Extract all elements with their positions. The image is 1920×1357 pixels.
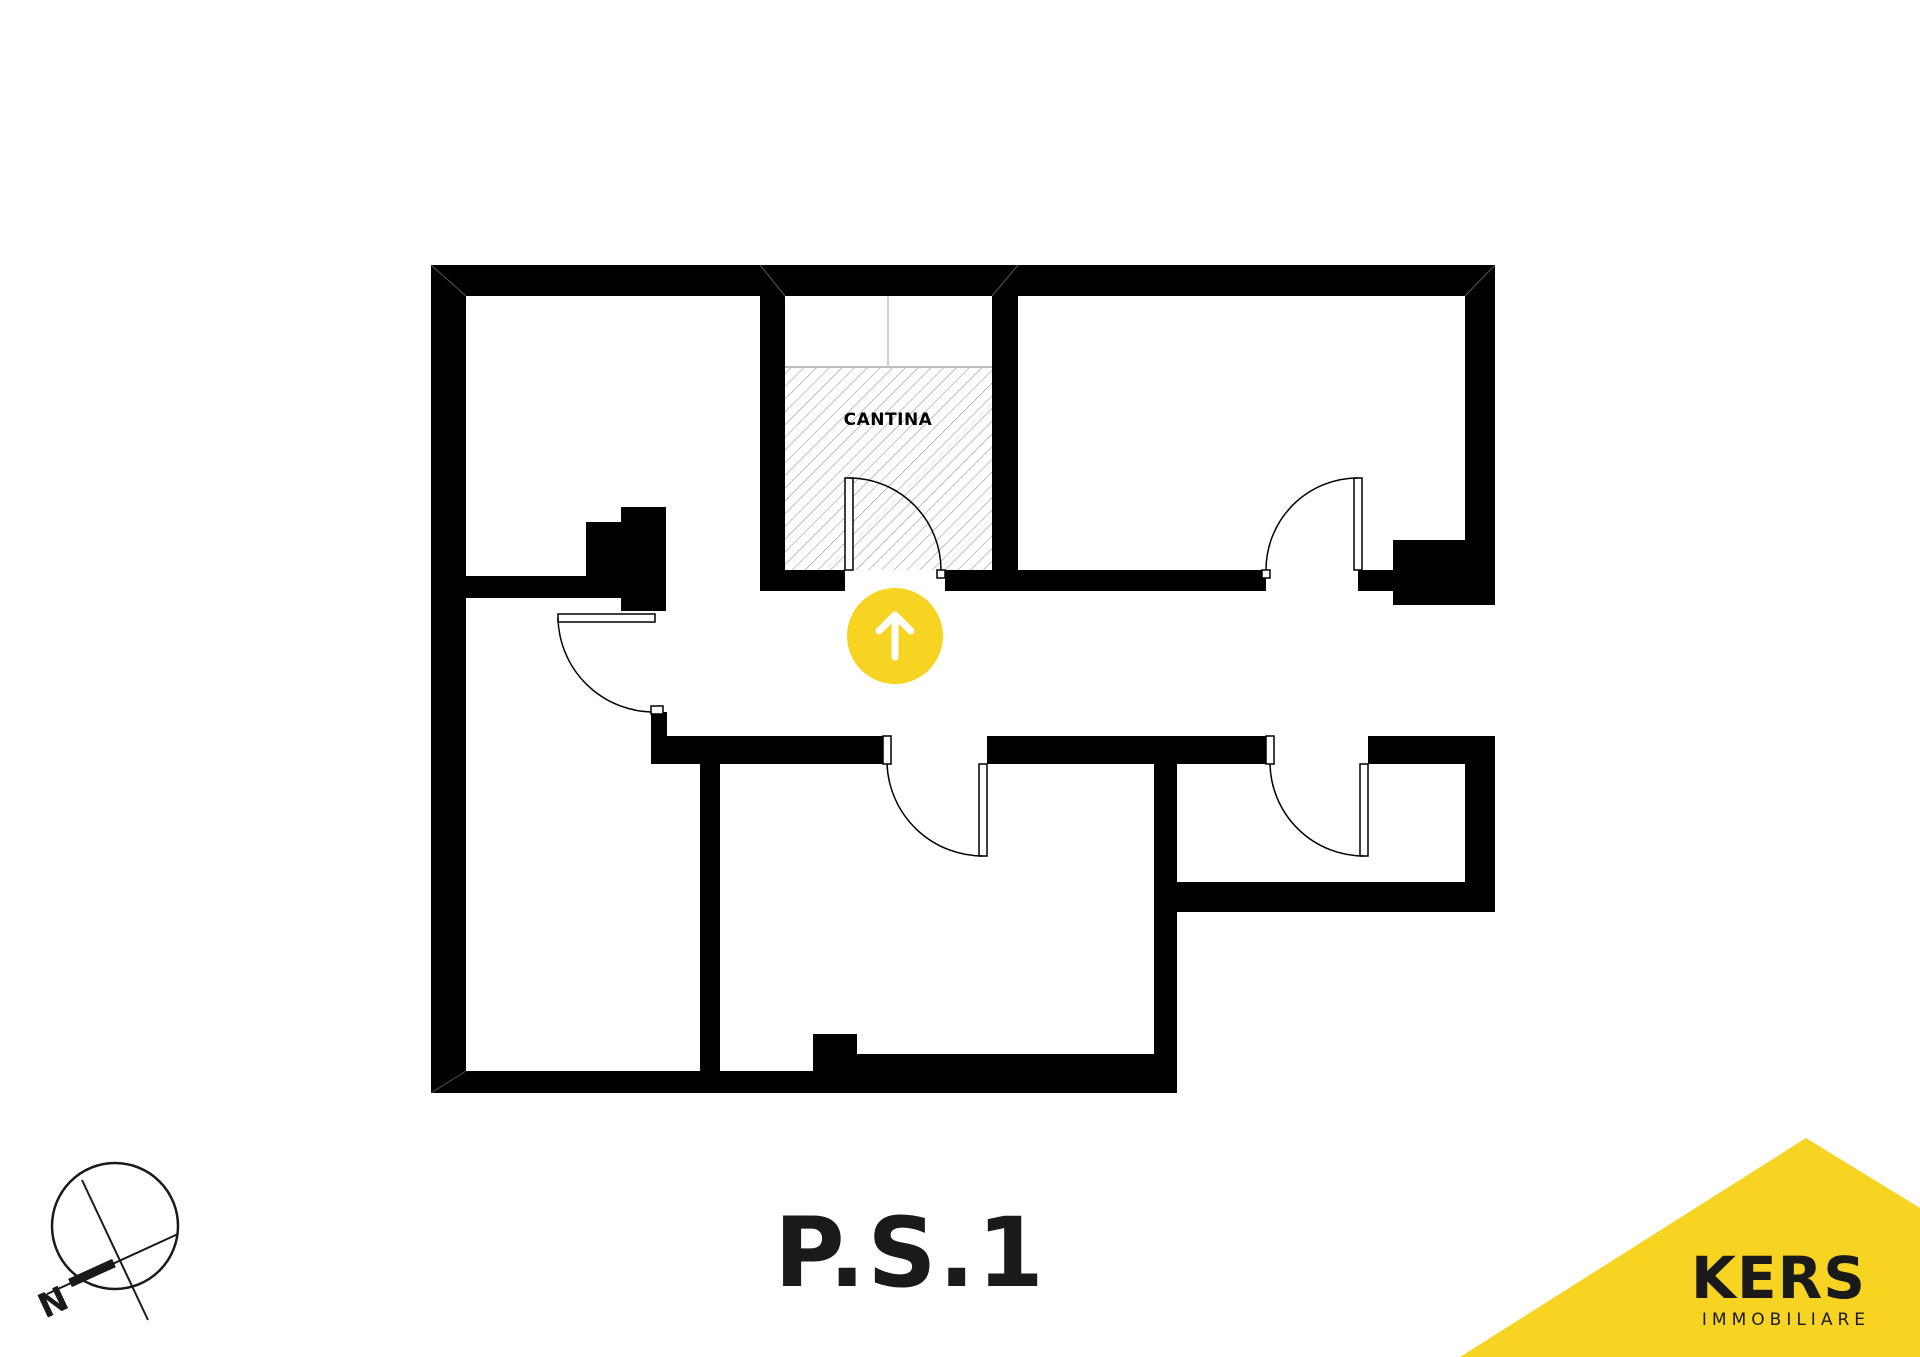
walls [431, 265, 1495, 1093]
wall-corridor-bottom-1 [651, 736, 883, 764]
door-cantina [844, 477, 946, 579]
stair-block-low [586, 522, 621, 598]
door-left [557, 613, 664, 715]
door-upper-right [1261, 477, 1363, 579]
room-label-cantina: CANTINA [844, 410, 933, 430]
arrow-up-icon [875, 611, 915, 661]
wall-corridor-bottom-2 [987, 736, 1266, 764]
floor-label: P.S.1 [774, 1197, 1046, 1309]
stair-block-high [621, 507, 666, 611]
entrance-marker [847, 588, 943, 684]
wall-lower-right-bottom [1177, 882, 1495, 912]
door-lower-middle [882, 735, 988, 857]
cantina-room [785, 296, 992, 570]
wall-corner-marks [430, 264, 1496, 1094]
compass-icon: N [32, 1161, 180, 1327]
wall-upper-right-block [1393, 540, 1495, 605]
brand-subtitle: IMMOBILIARE [1702, 1310, 1870, 1330]
wall-cantina-bottom-left [760, 570, 845, 591]
brand-logo: KERS IMMOBILIARE [1460, 1138, 1920, 1357]
wall-lower-partition-2 [1154, 764, 1177, 1093]
brand-name: KERS [1691, 1244, 1866, 1312]
wall-cantina-left [760, 265, 785, 591]
wall-upper-right-bottom [1018, 570, 1266, 591]
compass-north-letter: N [32, 1279, 75, 1327]
wall-top [431, 265, 1495, 296]
wall-lower-bottom-block [813, 1034, 857, 1093]
wall-corridor-bottom-3 [1368, 736, 1495, 764]
wall-left-door-jamb-top [655, 596, 666, 611]
cantina-hatch-area [785, 367, 992, 570]
wall-cantina-bottom-right [945, 570, 1018, 591]
wall-lower-partition-1 [700, 764, 720, 1071]
wall-upper-right-stub [1358, 570, 1393, 591]
wall-left [431, 265, 466, 1093]
door-lower-right [1265, 735, 1369, 857]
doors [557, 477, 1369, 857]
brand-triangle [1460, 1138, 1920, 1357]
wall-lower-bottom-thick [857, 1054, 1177, 1093]
wall-cantina-right [992, 265, 1018, 591]
wall-left-partition [466, 576, 586, 598]
